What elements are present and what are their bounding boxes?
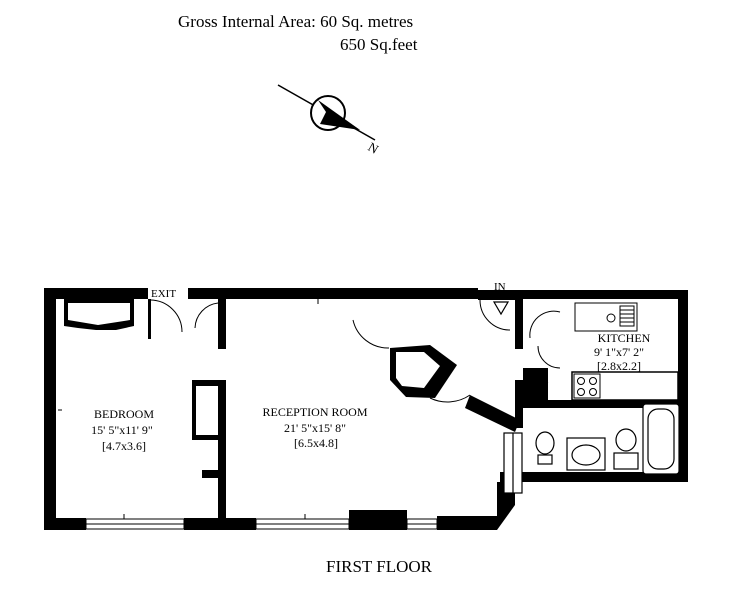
door-swings [149,299,561,403]
exit-label: EXIT [151,288,176,300]
reception-name: RECEPTION ROOM [262,405,367,419]
windows [85,518,438,530]
gross-area-metric: Gross Internal Area: 60 Sq. metres [178,12,414,31]
kitchen-imperial: 9' 1"x7' 2" [594,345,644,359]
kitchen-metric: [2.8x2.2] [597,359,641,373]
outer-walls [44,288,688,530]
entry-label: IN [494,281,506,293]
floor-label: FIRST FLOOR [326,557,432,576]
bedroom-metric: [4.7x3.6] [102,439,146,453]
bathroom-fixtures [503,403,680,494]
bedroom-imperial: 15' 5"x11' 9" [91,423,153,437]
reception-metric: [6.5x4.8] [294,436,338,450]
wall-ticks [58,299,319,519]
gross-area-imperial: 650 Sq.feet [340,35,418,54]
kitchen-fixtures [573,302,638,399]
bedroom-name: BEDROOM [94,407,154,421]
exit-label-bg [148,285,188,299]
compass-north-label: N [366,139,382,157]
compass-icon: N [277,84,382,157]
kitchen-name: KITCHEN [598,331,651,345]
reception-imperial: 21' 5"x15' 8" [284,421,346,435]
entry-arrow-icon [492,301,510,316]
interior-walls [64,290,679,518]
